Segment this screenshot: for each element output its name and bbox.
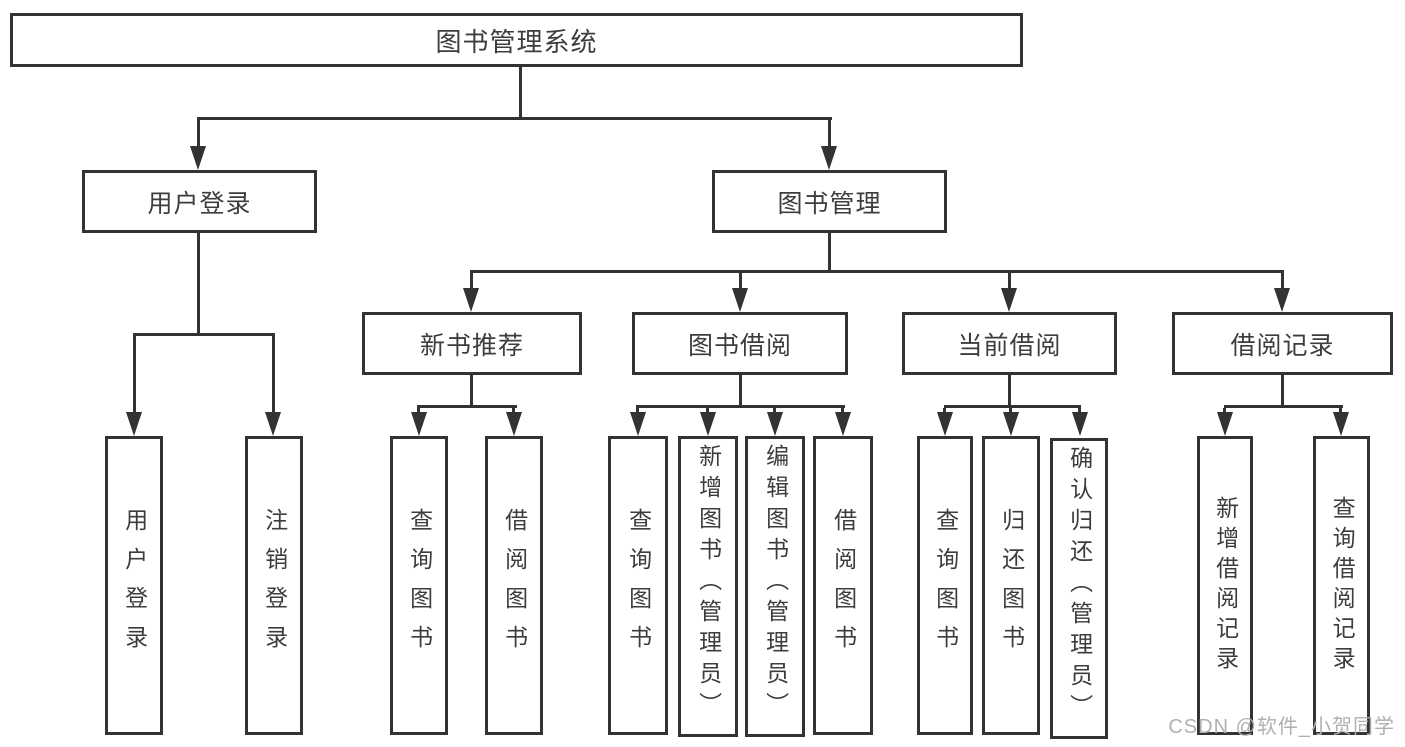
- leaf-logout: 注销登录: [245, 436, 303, 735]
- leaf-edit-book-admin: 编辑图书（管理员）: [745, 436, 805, 737]
- node-borrowing-records: 借阅记录: [1172, 312, 1393, 375]
- arrow-head: [1217, 412, 1233, 436]
- connector-hline: [944, 405, 1081, 408]
- arrow-stem: [133, 336, 136, 414]
- leaf-label: 确认归还（管理员）: [1066, 446, 1093, 725]
- connector-vline: [197, 233, 200, 336]
- leaf-confirm-return-admin: 确认归还（管理员）: [1050, 438, 1108, 739]
- leaf-label: 新增图书（管理员）: [695, 444, 722, 723]
- node-library-management-system: 图书管理系统: [10, 13, 1023, 67]
- arrow-stem: [417, 408, 420, 415]
- arrow-stem: [512, 408, 515, 415]
- arrow-head: [937, 412, 953, 436]
- arrow-stem: [1223, 408, 1226, 415]
- leaf-query-books-borrow: 查询图书: [608, 436, 668, 735]
- leaf-borrow-books-recommend: 借阅图书: [485, 436, 543, 735]
- leaf-query-books-recommend: 查询图书: [390, 436, 448, 735]
- node-label: 图书借阅: [687, 331, 792, 360]
- arrow-head: [1333, 412, 1349, 436]
- arrow-stem: [1339, 408, 1342, 415]
- leaf-add-borrow-record: 新增借阅记录: [1197, 436, 1253, 735]
- connector-vline: [1281, 375, 1284, 408]
- arrow-head: [630, 412, 646, 436]
- arrow-head: [821, 146, 837, 170]
- connector-vline: [828, 233, 831, 273]
- connector-vline: [739, 375, 742, 408]
- node-label: 借阅记录: [1230, 331, 1335, 360]
- leaf-label: 编辑图书（管理员）: [762, 444, 789, 723]
- arrow-stem: [841, 408, 844, 415]
- leaf-query-borrow-record: 查询借阅记录: [1313, 436, 1370, 735]
- arrow-stem: [1008, 273, 1011, 290]
- arrow-head: [700, 412, 716, 436]
- node-label: 新书推荐: [419, 331, 524, 360]
- arrow-head: [1003, 412, 1019, 436]
- arrow-head: [767, 412, 783, 436]
- connector-hline: [1224, 405, 1343, 408]
- arrow-stem: [706, 408, 709, 415]
- leaf-label: 查询借阅记录: [1329, 495, 1356, 676]
- arrow-stem: [739, 273, 742, 290]
- connector-hline: [197, 117, 832, 120]
- connector-vline: [470, 375, 473, 408]
- node-new-book-recommendation: 新书推荐: [362, 312, 582, 375]
- arrow-head: [1274, 288, 1290, 312]
- leaf-user-login: 用户登录: [105, 436, 163, 735]
- connector-hline: [133, 333, 275, 336]
- node-book-borrowing: 图书借阅: [632, 312, 848, 375]
- leaf-label: 用户登录: [121, 507, 148, 664]
- leaf-label: 查询图书: [625, 507, 652, 664]
- leaf-label: 注销登录: [261, 507, 288, 664]
- node-current-borrowing: 当前借阅: [902, 312, 1117, 375]
- node-book-management: 图书管理: [712, 170, 947, 233]
- connector-vline: [1008, 375, 1011, 408]
- leaf-label: 新增借阅记录: [1212, 495, 1239, 676]
- arrow-head: [126, 412, 142, 436]
- node-label: 用户登录: [147, 189, 252, 218]
- leaf-label: 归还图书: [998, 507, 1025, 664]
- arrow-stem: [1078, 408, 1081, 415]
- arrow-stem: [943, 408, 946, 415]
- arrow-stem: [470, 273, 473, 290]
- leaf-query-books-current: 查询图书: [917, 436, 973, 735]
- arrow-stem: [272, 336, 275, 414]
- arrow-head: [732, 288, 748, 312]
- arrow-head: [506, 412, 522, 436]
- arrow-head: [835, 412, 851, 436]
- arrow-head: [1001, 288, 1017, 312]
- leaf-add-book-admin: 新增图书（管理员）: [678, 436, 738, 737]
- arrow-head: [463, 288, 479, 312]
- leaf-label: 借阅图书: [830, 507, 857, 664]
- arrow-stem: [1009, 408, 1012, 415]
- leaf-label: 查询图书: [932, 507, 959, 664]
- node-label: 图书管理系统: [435, 26, 598, 57]
- arrow-stem: [1281, 273, 1284, 290]
- node-user-login: 用户登录: [82, 170, 317, 233]
- arrow-head: [265, 412, 281, 436]
- connector-hline: [636, 405, 845, 408]
- leaf-return-books: 归还图书: [982, 436, 1040, 735]
- arrow-stem: [636, 408, 639, 415]
- node-label: 图书管理: [777, 189, 882, 218]
- node-label: 当前借阅: [957, 331, 1062, 360]
- leaf-borrow-books-borrow: 借阅图书: [813, 436, 873, 735]
- connector-hline: [470, 270, 1284, 273]
- arrow-head: [1072, 412, 1088, 436]
- leaf-label: 查询图书: [406, 507, 433, 664]
- leaf-label: 借阅图书: [501, 507, 528, 664]
- arrow-stem: [773, 408, 776, 415]
- arrow-head: [190, 146, 206, 170]
- connector-hline: [417, 405, 517, 408]
- arrow-head: [411, 412, 427, 436]
- connector-vline: [519, 66, 522, 119]
- arrow-stem: [197, 120, 200, 148]
- arrow-stem: [828, 120, 831, 148]
- watermark-text: CSDN @软件_小贺同学: [1168, 716, 1395, 738]
